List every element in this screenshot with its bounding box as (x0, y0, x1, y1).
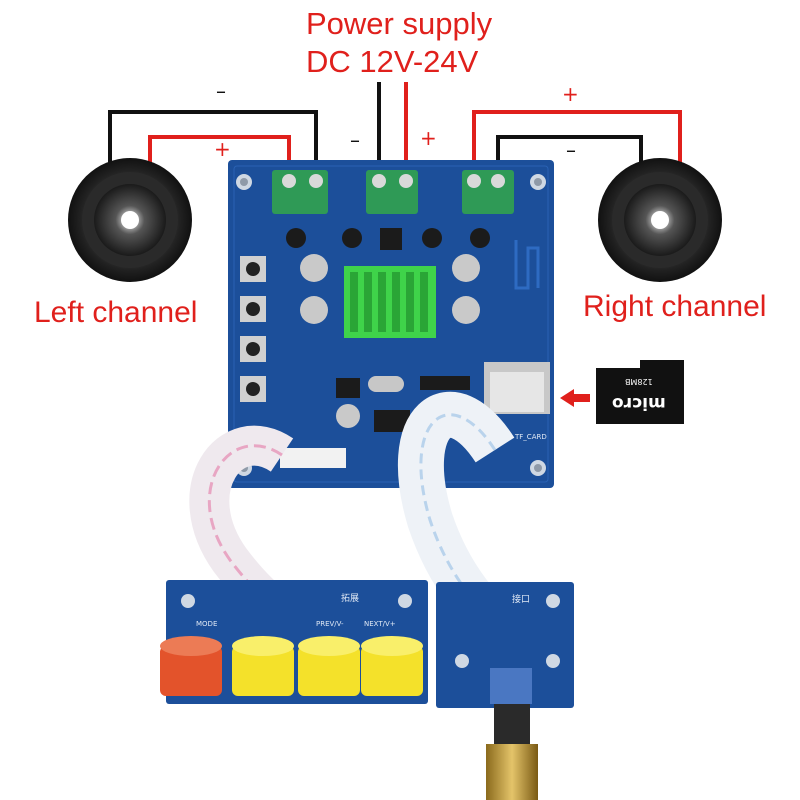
heatsink (344, 266, 436, 338)
left-terminal (272, 170, 328, 214)
mode-silkscreen: MODE (196, 620, 218, 628)
audio-jack-board (436, 582, 574, 800)
extension-silkscreen: 拓展 (341, 594, 360, 604)
tf-card-slot (484, 362, 550, 414)
board-buttons (240, 256, 266, 402)
right-terminal (462, 170, 514, 214)
sd-card-capacity: 128MB (625, 377, 653, 386)
right-plus-sign: + (562, 82, 579, 106)
prev-button (298, 646, 360, 696)
button-board (160, 580, 428, 704)
right-speaker-wires (472, 110, 682, 178)
audio-jack-icon (486, 744, 538, 800)
insert-arrow-icon (560, 389, 590, 407)
next-button (361, 646, 423, 696)
power-plus-sign: + (420, 126, 437, 150)
right-minus-sign: – (566, 138, 576, 162)
tf-card-silkscreen: TF_CARD (515, 433, 547, 441)
power-terminal (366, 170, 418, 214)
left-plus-sign: + (214, 137, 231, 161)
mode-button (160, 646, 222, 696)
left-minus-sign: – (216, 79, 226, 103)
prev-silkscreen: PREV/V- (316, 620, 344, 628)
play-button (232, 646, 294, 696)
sd-card-logo: micro (612, 393, 666, 413)
right-speaker-icon (598, 158, 722, 282)
micro-sd-card-icon (596, 360, 684, 424)
port-silkscreen: 接口 (512, 595, 531, 605)
left-channel-label: Left channel (34, 296, 198, 329)
left-speaker-wires (108, 110, 318, 178)
next-silkscreen: NEXT/V+ (364, 620, 396, 628)
power-minus-sign: – (350, 128, 360, 152)
voltage-label: DC 12V-24V (306, 44, 479, 79)
power-supply-label: Power supply (306, 6, 493, 41)
right-channel-label: Right channel (583, 290, 767, 323)
left-speaker-icon (68, 158, 192, 282)
